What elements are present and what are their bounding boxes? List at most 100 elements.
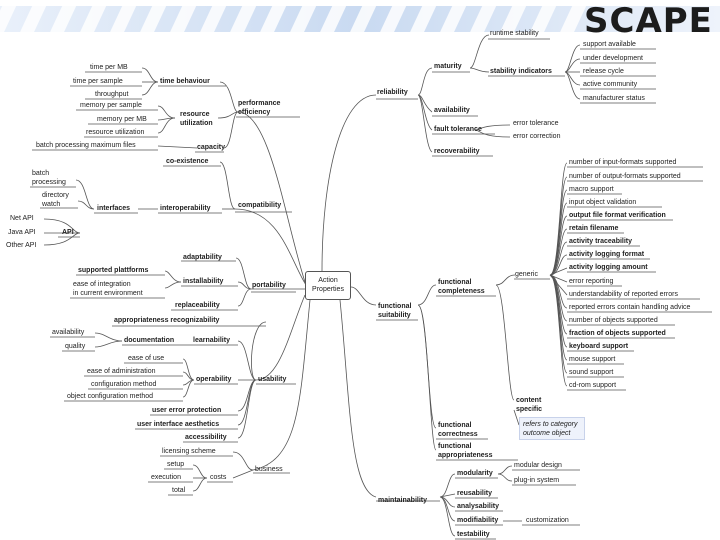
node-specific: specific [516, 406, 543, 413]
node-indicator-item: release cycle [583, 68, 624, 75]
node-maturity: maturity [434, 63, 462, 70]
node-resource-item: memory per sample [80, 102, 142, 109]
node-fault-item: error correction [513, 133, 561, 140]
node-accessibility: accessibility [185, 434, 227, 441]
node-generic-item: number of output-formats supported [569, 173, 681, 180]
node-interface-item: batch [32, 170, 50, 177]
node-operability-item: configuration method [91, 381, 157, 388]
node-operability-item: ease of use [128, 355, 165, 362]
node-documentation: documentation [124, 337, 175, 344]
node-cost-item: execution [151, 474, 181, 481]
header-banner [0, 0, 720, 38]
node-operability: operability [196, 376, 232, 383]
node-generic-item: understandability of reported errors [569, 291, 678, 298]
node-customization: customization [526, 517, 569, 524]
node-costs: costs [210, 474, 227, 481]
node-functional: functional [378, 303, 412, 310]
node-modularity-item: modular design [514, 462, 562, 469]
node-capacity-item: batch processing maximum files [36, 142, 136, 149]
node-portability: portability [252, 282, 286, 289]
node-reliability: reliability [377, 89, 408, 96]
node-operability-item: ease of administration [87, 368, 156, 375]
node-performance: performance [238, 100, 281, 107]
node-api-item: Other API [6, 242, 37, 249]
node-learnability: learnability [193, 337, 230, 344]
node-generic-item: retain filename [569, 225, 619, 232]
node-fault-item: error tolerance [513, 120, 559, 127]
node-appropriateness: appropriateness recognizability [114, 317, 220, 324]
node-generic-item: mouse support [569, 356, 616, 363]
node-ui-aesthetics: user interface aesthetics [137, 421, 220, 428]
node-usability: usability [258, 376, 287, 383]
node-api-item: Java API [8, 229, 36, 236]
node-analysability: analysability [457, 503, 500, 510]
node-licensing: licensing scheme [162, 448, 216, 455]
node-efficiency: efficiency [238, 109, 271, 116]
node-install-item: in current environment [73, 290, 143, 297]
node-interface-item: watch [42, 201, 61, 208]
node-doc-item: quality [65, 343, 86, 350]
node-resource: resource [180, 111, 210, 118]
central-node: Action Properties [305, 271, 351, 300]
node-completeness-2: completeness [438, 288, 485, 295]
node-indicator-item: active community [583, 81, 638, 88]
node-reusability: reusability [457, 490, 493, 497]
node-modularity: modularity [457, 470, 493, 477]
node-installability: installability [183, 278, 224, 285]
node-operability-item: object configuration method [67, 393, 153, 400]
node-resource-item: memory per MB [97, 116, 147, 123]
node-recoverability: recoverability [434, 148, 480, 155]
node-generic-item: number of input-formats supported [569, 159, 677, 166]
node-adaptability: adaptability [183, 254, 222, 261]
node-compatibility: compatibility [238, 202, 282, 209]
node-generic-item: cd-rom support [569, 382, 617, 389]
node-time-item: time per sample [73, 78, 123, 85]
node-replaceability: replaceability [175, 302, 220, 309]
node-doc-item: availability [52, 329, 85, 336]
node-suitability: suitability [378, 312, 411, 319]
center-line-2: Properties [312, 286, 344, 293]
node-modularity-item: plug-in system [514, 477, 560, 484]
node-generic-item: sound support [569, 369, 614, 376]
node-user-error: user error protection [152, 407, 222, 414]
node-appropriateness-1: functional [438, 443, 472, 450]
node-time-item: throughput [95, 91, 129, 98]
node-generic-item: fraction of objects supported [569, 330, 666, 337]
node-interface-item: processing [32, 179, 66, 186]
node-time-behaviour: time behaviour [160, 78, 210, 85]
node-coexistence: co-existence [166, 158, 209, 165]
node-runtime-stability: runtime stability [490, 30, 539, 37]
node-correctness-1: functional [438, 422, 472, 429]
node-completeness-1: functional [438, 279, 472, 286]
node-interoperability: interoperability [160, 205, 211, 212]
node-testability: testability [457, 531, 490, 538]
node-generic: generic [515, 271, 538, 278]
node-generic-item: reported errors contain handling advice [569, 304, 691, 311]
node-maintainability: maintainability [378, 497, 428, 504]
node-interfaces: interfaces [97, 205, 131, 212]
node-cost-item: total [172, 487, 186, 494]
node-content: content [516, 397, 542, 404]
node-generic-item: keyboard support [569, 343, 629, 350]
node-time-item: time per MB [90, 64, 128, 71]
node-interface-item: directory [42, 192, 69, 199]
node-business: business [255, 466, 283, 473]
node-stability-indicators: stability indicators [490, 68, 552, 75]
node-capacity: capacity [197, 144, 226, 151]
node-indicator-item: support available [583, 41, 636, 48]
node-modifiability: modifiability [457, 517, 499, 524]
node-correctness-2: correctness [438, 431, 478, 438]
node-cost-item: setup [167, 461, 185, 468]
node-api: API [62, 229, 74, 236]
brand-logo: SCAPE [584, 1, 713, 41]
node-generic-item: input object validation [569, 199, 637, 206]
node-availability: availability [434, 107, 470, 114]
node-api-item: Net API [10, 215, 34, 222]
node-install-item: supported plattforms [78, 267, 149, 274]
node-appropriateness-2: appropriateness [438, 452, 493, 459]
node-generic-item: number of objects supported [569, 317, 658, 324]
note-line-2: outcome object [523, 430, 571, 437]
node-generic-item: activity logging format [569, 251, 645, 258]
note-line-1: refers to category [523, 421, 578, 428]
